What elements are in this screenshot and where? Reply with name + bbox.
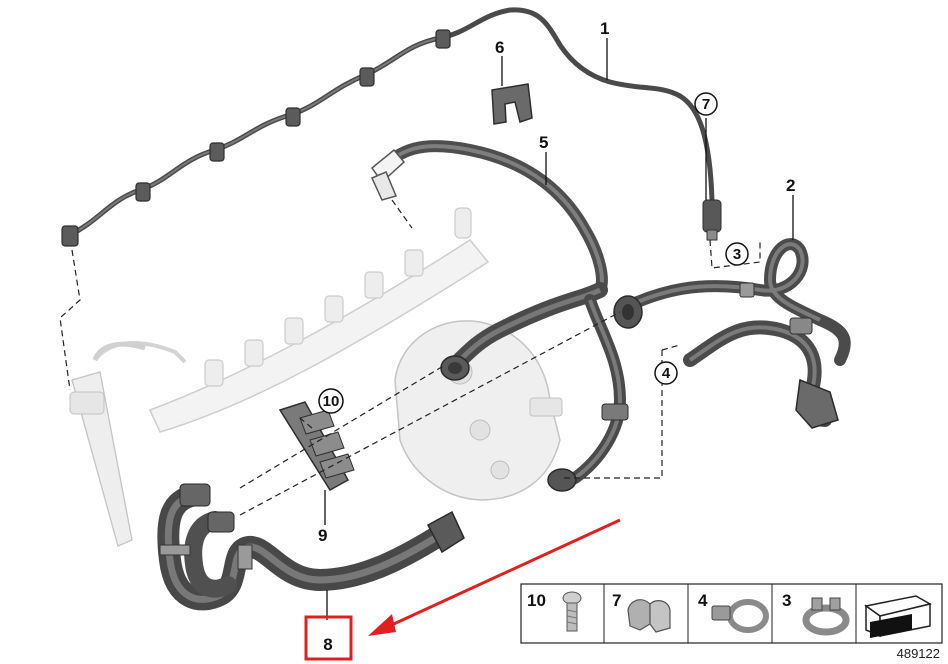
callout-leaders (324, 38, 794, 620)
spring-clamp-icon (802, 597, 850, 636)
clip-holder-part (278, 401, 355, 492)
return-hose-part (613, 238, 851, 429)
legend-number-3: 3 (782, 591, 791, 610)
bolt-icon (562, 591, 582, 632)
callout-9: 9 (318, 526, 327, 545)
callout-1: 1 (600, 19, 609, 38)
legend-number-7: 7 (612, 591, 621, 610)
legend-box: 10 7 4 3 (520, 583, 943, 644)
fuel-hose-part (370, 140, 629, 492)
supply-hose-part (157, 483, 465, 611)
leak-off-line-part (61, 7, 722, 247)
reference-number: 489122 (897, 646, 940, 661)
svg-text:10: 10 (323, 393, 340, 410)
callout-10: 10 (318, 388, 344, 414)
legend-number-4: 4 (698, 591, 708, 610)
callout-7: 7 (694, 92, 718, 116)
svg-text:8: 8 (323, 635, 332, 654)
callout-5: 5 (539, 133, 548, 152)
holder-part (491, 83, 533, 125)
callout-4: 4 (654, 361, 678, 385)
red-pointer-arrow (368, 518, 621, 636)
callout-3: 3 (725, 242, 749, 266)
callout-2: 2 (786, 176, 795, 195)
callout-8-highlight: 8 (304, 615, 353, 661)
legend-number-10: 10 (527, 591, 546, 610)
hose-clamp-icon (711, 599, 769, 633)
clip-icon (627, 599, 671, 633)
callout-6: 6 (495, 38, 504, 57)
svg-text:4: 4 (662, 365, 671, 382)
high-pressure-pump-ghost (394, 320, 563, 501)
fuel-rail-ghost (93, 207, 490, 433)
injector-ghost (69, 341, 146, 547)
svg-text:7: 7 (702, 96, 710, 113)
direction-arrow-icon (864, 595, 933, 638)
svg-text:3: 3 (733, 246, 741, 263)
